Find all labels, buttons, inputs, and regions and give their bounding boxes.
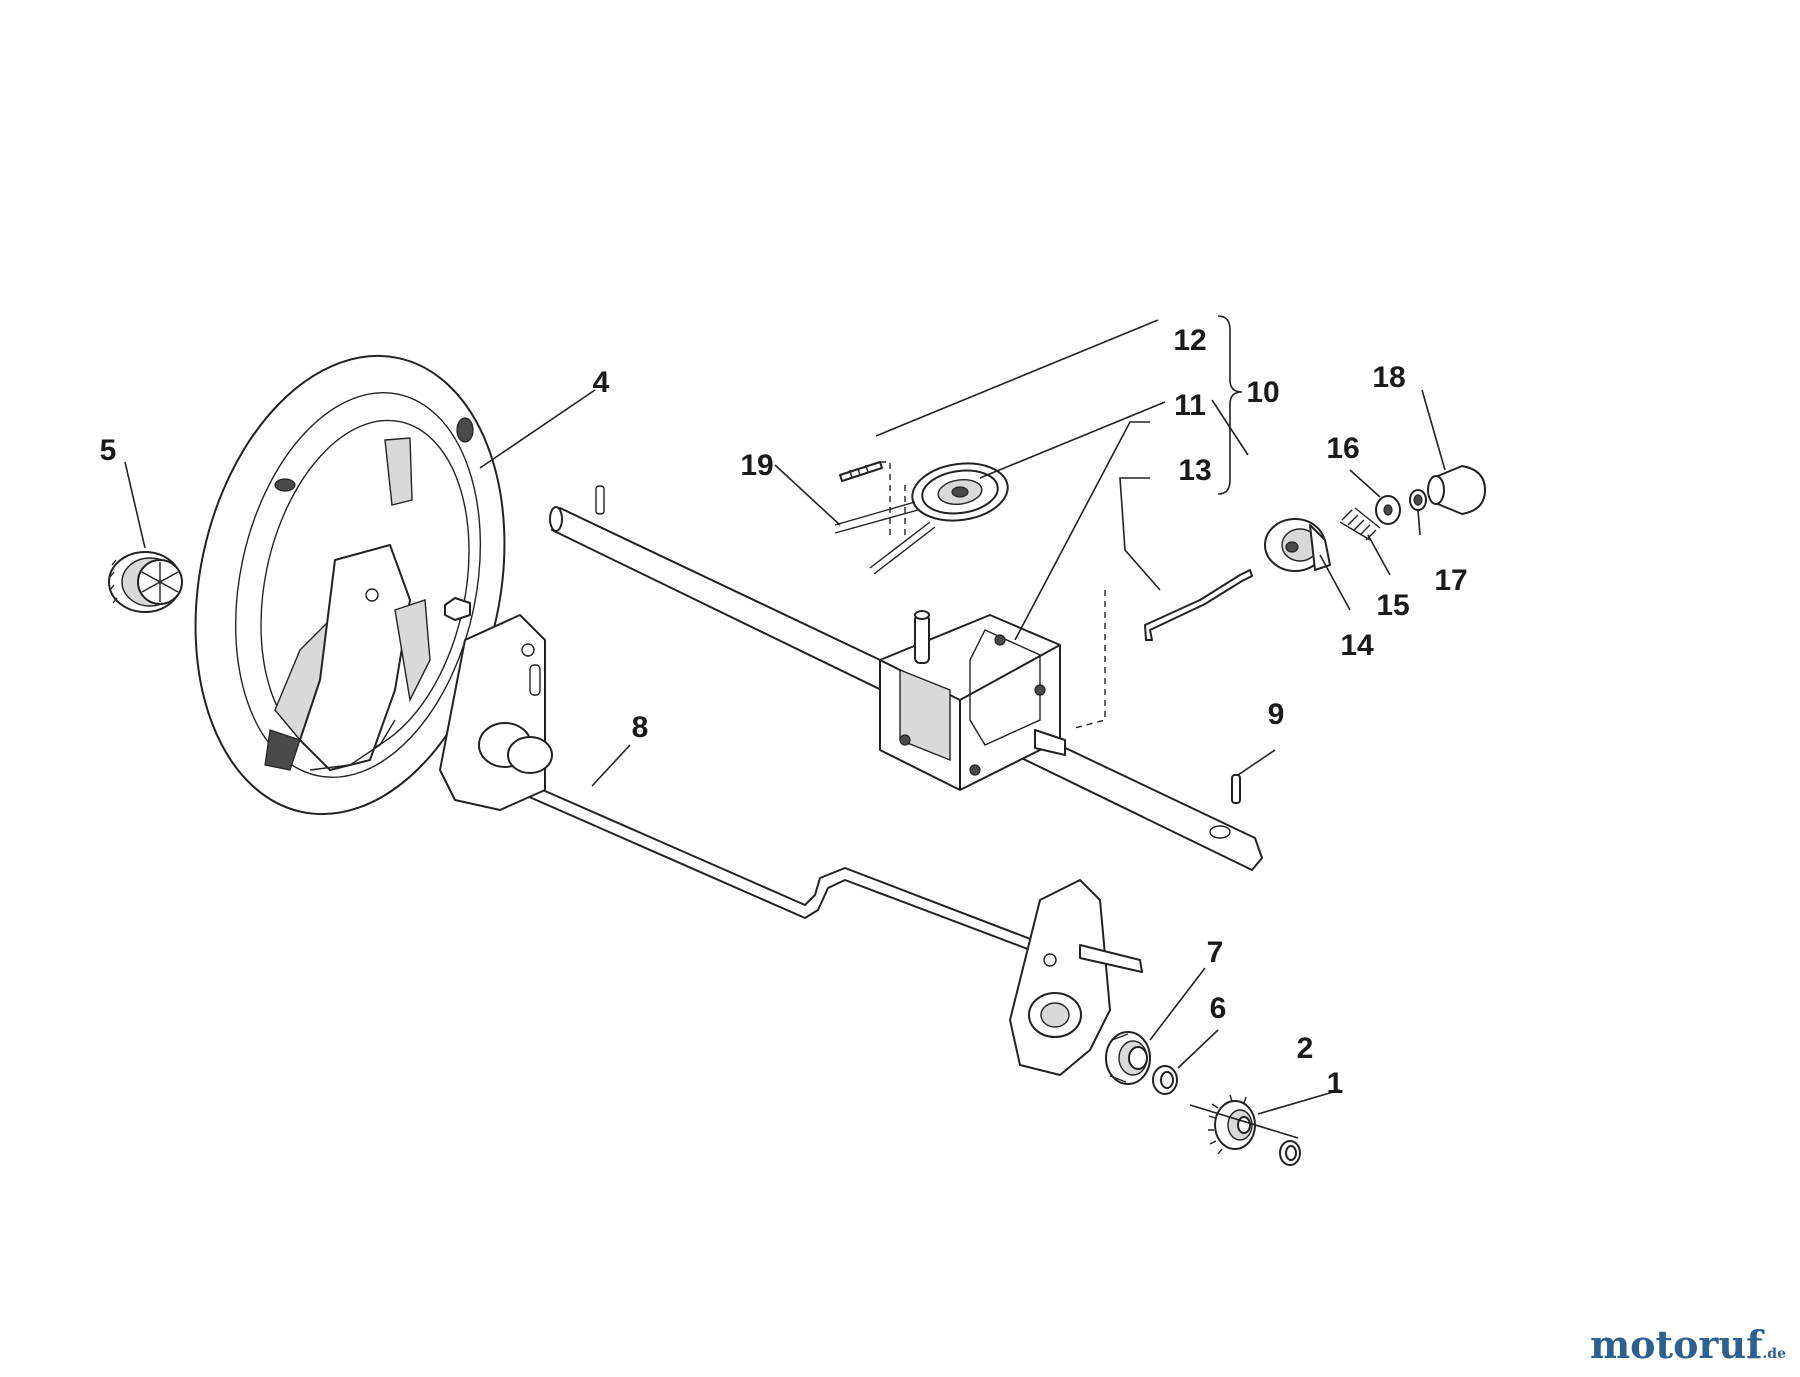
watermark-logo: motoruf.de (1590, 1322, 1786, 1367)
part-18-cap (1427, 465, 1486, 515)
label-2: 2 (1297, 1032, 1314, 1065)
label-11: 11 (1174, 389, 1206, 422)
leader-lines (124, 319, 1446, 1139)
part-9-key (1231, 774, 1241, 804)
part-8-axle (439, 597, 1143, 1076)
watermark-brand: motoruf (1589, 1322, 1763, 1367)
label-17: 17 (1434, 564, 1467, 597)
part-6-ring (1152, 1065, 1178, 1095)
label-18: 18 (1372, 361, 1405, 394)
part-14-bracket (1264, 518, 1331, 572)
group-10-brace (1217, 315, 1243, 495)
label-12: 12 (1173, 324, 1206, 357)
part-2-pinion (1208, 1094, 1256, 1155)
part-16-washer (1375, 495, 1401, 525)
part-17-nut (1409, 489, 1427, 511)
part-1-circlip (1279, 1140, 1301, 1166)
label-4: 4 (593, 366, 610, 399)
label-9: 9 (1268, 698, 1285, 731)
label-14: 14 (1340, 629, 1374, 662)
part-5-hub-gear (108, 551, 183, 613)
label-7: 7 (1207, 936, 1224, 969)
part-13-rod (1144, 569, 1253, 641)
part-15-spring (1339, 507, 1381, 541)
label-10: 10 (1246, 376, 1279, 409)
label-16: 16 (1326, 432, 1359, 465)
label-5: 5 (100, 434, 117, 467)
part-12-pin (839, 461, 883, 482)
label-1: 1 (1327, 1067, 1344, 1100)
label-13: 13 (1178, 454, 1211, 487)
watermark-tld: .de (1762, 1346, 1786, 1362)
gearbox (879, 610, 1066, 791)
label-6: 6 (1210, 992, 1227, 1025)
label-15: 15 (1376, 589, 1409, 622)
part-11-pulley (911, 462, 1009, 522)
part-19-belt (834, 501, 936, 575)
assembly-dashed-lines (880, 461, 1106, 729)
part-labels: 1 2 4 5 6 7 8 9 10 11 12 13 14 15 16 17 … (100, 324, 1468, 1100)
part-4-wheel (194, 354, 506, 816)
label-19: 19 (740, 449, 773, 482)
label-8: 8 (632, 711, 649, 744)
part-7-bearing (1105, 1031, 1151, 1085)
